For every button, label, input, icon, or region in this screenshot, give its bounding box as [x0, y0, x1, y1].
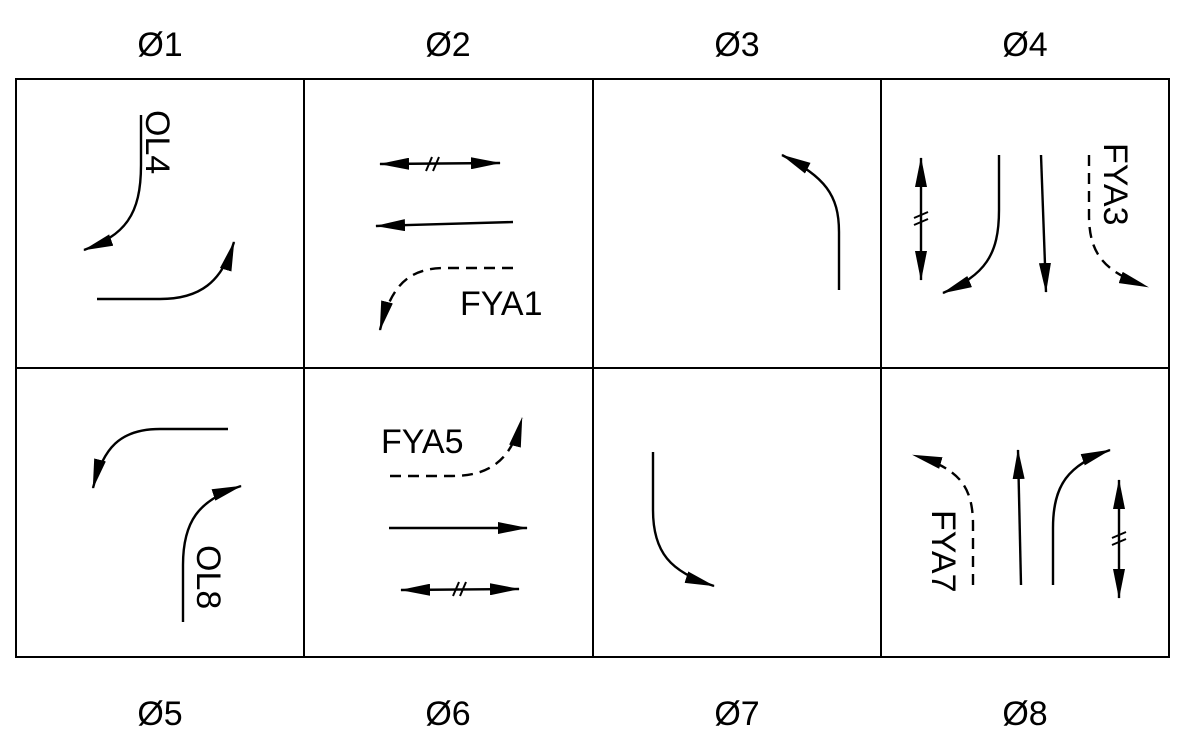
- pedestrian-tick: [913, 211, 929, 219]
- phase-label-8: Ø8: [1002, 695, 1047, 733]
- phase-1-left-turn-arrow: [97, 241, 236, 301]
- flashing-yellow-left-turn-arrow: [390, 417, 524, 478]
- pedestrian-crossing-arrow: [400, 583, 520, 596]
- flashing-yellow-left-turn-arrow: [1087, 155, 1149, 289]
- westbound-through-arrow: [375, 219, 514, 232]
- pedestrian-tick: [432, 156, 440, 172]
- pedestrian-tick: [459, 581, 467, 597]
- fya7-label: FYA7: [924, 510, 962, 593]
- phase-label-7: Ø7: [714, 695, 759, 733]
- overlap-4-left-turn-arrow: [83, 115, 143, 252]
- fya1-label: FYA1: [460, 285, 543, 323]
- pedestrian-tick: [913, 218, 929, 226]
- phase-5-cell: OL8: [91, 427, 242, 622]
- northbound-through-arrow: [1012, 449, 1025, 586]
- phase-label-1: Ø1: [137, 26, 182, 64]
- overlap-8-left-turn-arrow: [181, 484, 242, 622]
- pedestrian-tick: [1111, 538, 1127, 546]
- pedestrian-tick: [452, 581, 460, 597]
- phase-label-2: Ø2: [425, 26, 470, 64]
- fya3-label: FYA3: [1096, 143, 1134, 226]
- southbound-through-arrow: [1038, 154, 1051, 293]
- fya5-label: FYA5: [381, 423, 464, 461]
- phase-3-cell: [781, 153, 841, 290]
- southbound-right-turn-arrow: [942, 155, 1001, 295]
- northbound-right-turn-arrow: [1051, 448, 1111, 585]
- phase-4-cell: FYA3: [913, 143, 1149, 295]
- phase-8-cell: FYA7: [912, 448, 1127, 599]
- phase-label-6: Ø6: [425, 695, 470, 733]
- phase-label-4: Ø4: [1002, 26, 1047, 64]
- pedestrian-tick: [425, 156, 433, 172]
- phase-2-cell: FYA1: [375, 156, 543, 331]
- phase-7-left-turn-arrow: [651, 452, 715, 588]
- phase-6-cell: FYA5: [381, 417, 528, 597]
- flashing-yellow-left-turn-arrow: [378, 266, 513, 331]
- pedestrian-tick: [1111, 531, 1127, 539]
- phase-5-left-turn-arrow: [91, 427, 228, 489]
- phase-7-cell: [651, 452, 715, 588]
- pedestrian-crossing-arrow: [379, 157, 501, 170]
- phase-1-cell: OL4: [83, 110, 236, 301]
- phase-label-3: Ø3: [714, 26, 759, 64]
- ol4-label: OL4: [138, 110, 176, 174]
- flashing-yellow-left-turn-arrow: [912, 453, 975, 585]
- phase-3-left-turn-arrow: [781, 153, 841, 290]
- phase-grid: [15, 78, 1170, 658]
- ol8-label: OL8: [189, 545, 227, 609]
- phase-label-5: Ø5: [137, 695, 182, 733]
